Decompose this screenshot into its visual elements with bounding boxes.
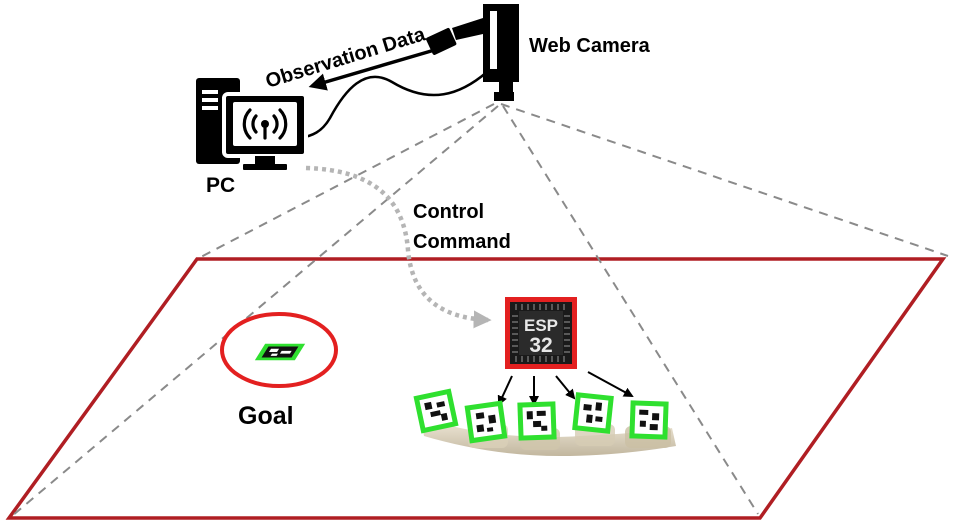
module-marker-icon [629,400,669,440]
web-camera-icon [426,4,519,101]
control-label: Control [413,201,484,223]
camera-field-of-view [11,103,949,517]
goal-marker-icon [254,343,306,361]
esp32-chip-icon: ESP 32 [505,297,577,369]
wireless-signal-icon [242,108,288,140]
command-label: Command [413,231,511,253]
camera-cable [299,71,488,140]
module-marker-icon [413,388,459,434]
chip-text-line1: ESP [524,316,558,335]
goal-ring [220,312,338,388]
control-command-arrow [305,165,492,329]
observation-data-arrow [308,47,439,91]
chip-text-line2: 32 [529,334,552,357]
module-marker-icon [572,392,614,434]
desktop-pc-icon [196,78,308,170]
goal-label: Goal [238,402,294,430]
chip-to-module-arrows [497,371,634,406]
web-camera-label: Web Camera [529,35,651,57]
arena-plane [5,257,947,520]
pc-label: PC [206,174,235,197]
module-marker-icon [517,401,557,441]
module-marker-icon [464,400,508,444]
